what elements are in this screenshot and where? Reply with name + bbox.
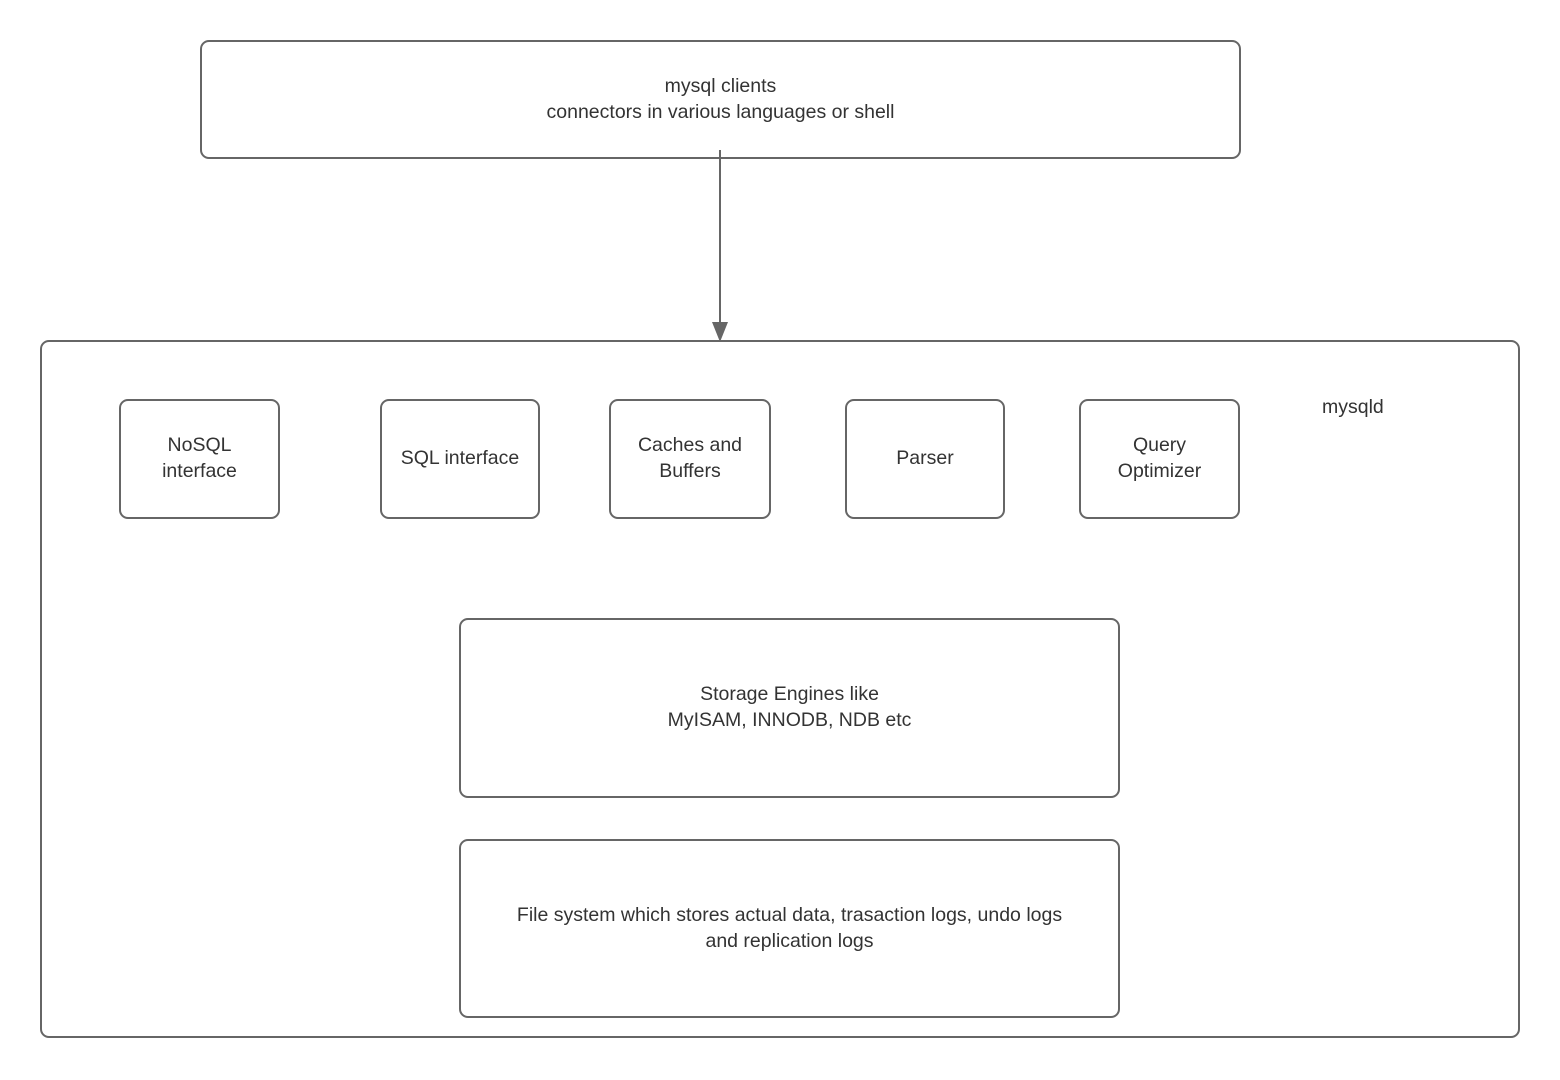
file-system-label: File system which stores actual data, tr… [516,903,1063,952]
mysql-clients-label: mysql clients connectors in various lang… [546,74,895,123]
component-label-query-optimizer: Query Optimizer [1117,434,1202,482]
file-system-box[interactable]: File system which stores actual data, tr… [459,839,1120,1018]
component-label-caches-and-buffers: Caches and Buffers [637,434,743,482]
component-box-nosql-interface[interactable]: NoSQL interface [119,399,280,519]
component-label-parser: Parser [896,447,954,470]
component-box-query-optimizer[interactable]: Query Optimizer [1079,399,1240,519]
clients-to-mysqld-arrow [712,150,728,342]
component-label-nosql-interface: NoSQL interface [162,434,237,482]
component-box-caches-and-buffers[interactable]: Caches and Buffers [609,399,771,519]
mysql-clients-box[interactable]: mysql clients connectors in various lang… [200,40,1241,159]
storage-engines-label: Storage Engines like MyISAM, INNODB, NDB… [667,683,912,731]
storage-engines-box[interactable]: Storage Engines like MyISAM, INNODB, NDB… [459,618,1120,798]
arrow-head-icon [712,322,728,342]
component-label-sql-interface: SQL interface [400,447,520,470]
component-box-sql-interface[interactable]: SQL interface [380,399,540,519]
component-box-parser[interactable]: Parser [845,399,1005,519]
mysqld-caption-label: mysqld [1322,396,1384,418]
